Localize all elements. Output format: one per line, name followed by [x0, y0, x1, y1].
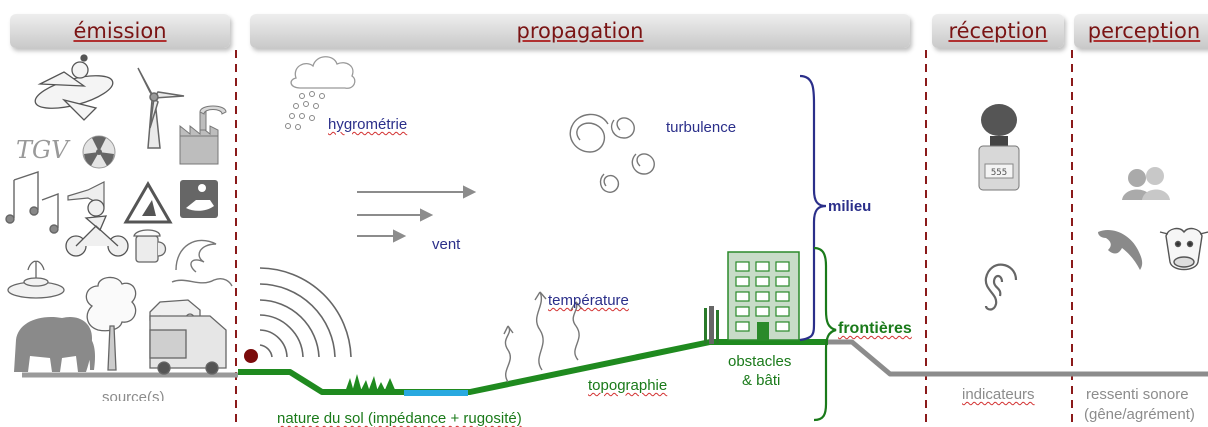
dolphin-icon: [1098, 230, 1143, 270]
header-propagation-label: propagation: [516, 19, 644, 43]
tree-icon: [85, 276, 137, 371]
roadworks-sign-icon: [123, 181, 173, 224]
building-icon: [727, 251, 800, 341]
source-dot: [244, 349, 258, 363]
header-perception-label: perception: [1087, 19, 1201, 43]
label-turbulence: turbulence: [666, 119, 737, 136]
ground-right: [828, 339, 1208, 377]
label-nature-sol: nature du sol (impédance + rugosité): [277, 410, 522, 427]
milieu-brace: [799, 74, 827, 342]
label-hygrometrie: hygrométrie: [328, 116, 408, 133]
header-reception-label: réception: [948, 19, 1048, 43]
radiation-icon: [82, 135, 116, 169]
label-obstacles: obstacles: [728, 353, 792, 370]
label-temperature: température: [548, 292, 629, 309]
sound-meter-icon: 555: [978, 104, 1020, 191]
header-emission-label: émission: [73, 19, 167, 43]
grass-icon: [345, 374, 396, 392]
label-bati: & bâti: [742, 372, 781, 389]
wind-turbine-icon: [137, 67, 185, 149]
label-frontieres: frontières: [838, 320, 912, 337]
beer-mug-icon: [133, 229, 167, 263]
motorcycle-icon: [65, 199, 129, 257]
cow-icon: [1159, 227, 1208, 271]
lcd-value: 555: [991, 168, 1007, 178]
noise-barrier-icon: [704, 306, 719, 344]
label-topographie: topographie: [588, 377, 668, 394]
header-reception: réception: [932, 14, 1064, 48]
label-ressenti: ressenti sonore: [1086, 386, 1189, 403]
music-notes-icon: [5, 171, 59, 234]
label-gene: (gêne/agrément): [1084, 406, 1195, 423]
jetski-sign-icon: [180, 180, 218, 218]
wind-arrows-icon: [357, 185, 477, 243]
factory-icon: [179, 105, 227, 165]
turbulence-icon: [569, 113, 655, 193]
label-indicateurs: indicateurs: [962, 386, 1035, 403]
ear-icon: [984, 263, 1018, 311]
label-vent: vent: [432, 236, 461, 253]
elephant-icon: [14, 316, 96, 372]
tgv-logo-icon: TGV: [16, 136, 71, 164]
label-sources: source(s): [102, 389, 165, 401]
sound-waves-icon: [259, 267, 352, 358]
cloud-icon: [285, 56, 356, 130]
wave-icon: [171, 239, 233, 287]
label-milieu: milieu: [828, 198, 872, 215]
header-emission: émission: [10, 14, 230, 48]
truck-icon: [149, 315, 227, 375]
airplane-icon: [34, 54, 114, 121]
header-perception: perception: [1074, 14, 1208, 48]
fountain-icon: [7, 260, 65, 299]
frontieres-brace: [813, 246, 837, 422]
people-icon: [1122, 167, 1170, 200]
header-propagation: propagation: [250, 14, 910, 48]
temperature-arrows-icon: [503, 291, 583, 383]
